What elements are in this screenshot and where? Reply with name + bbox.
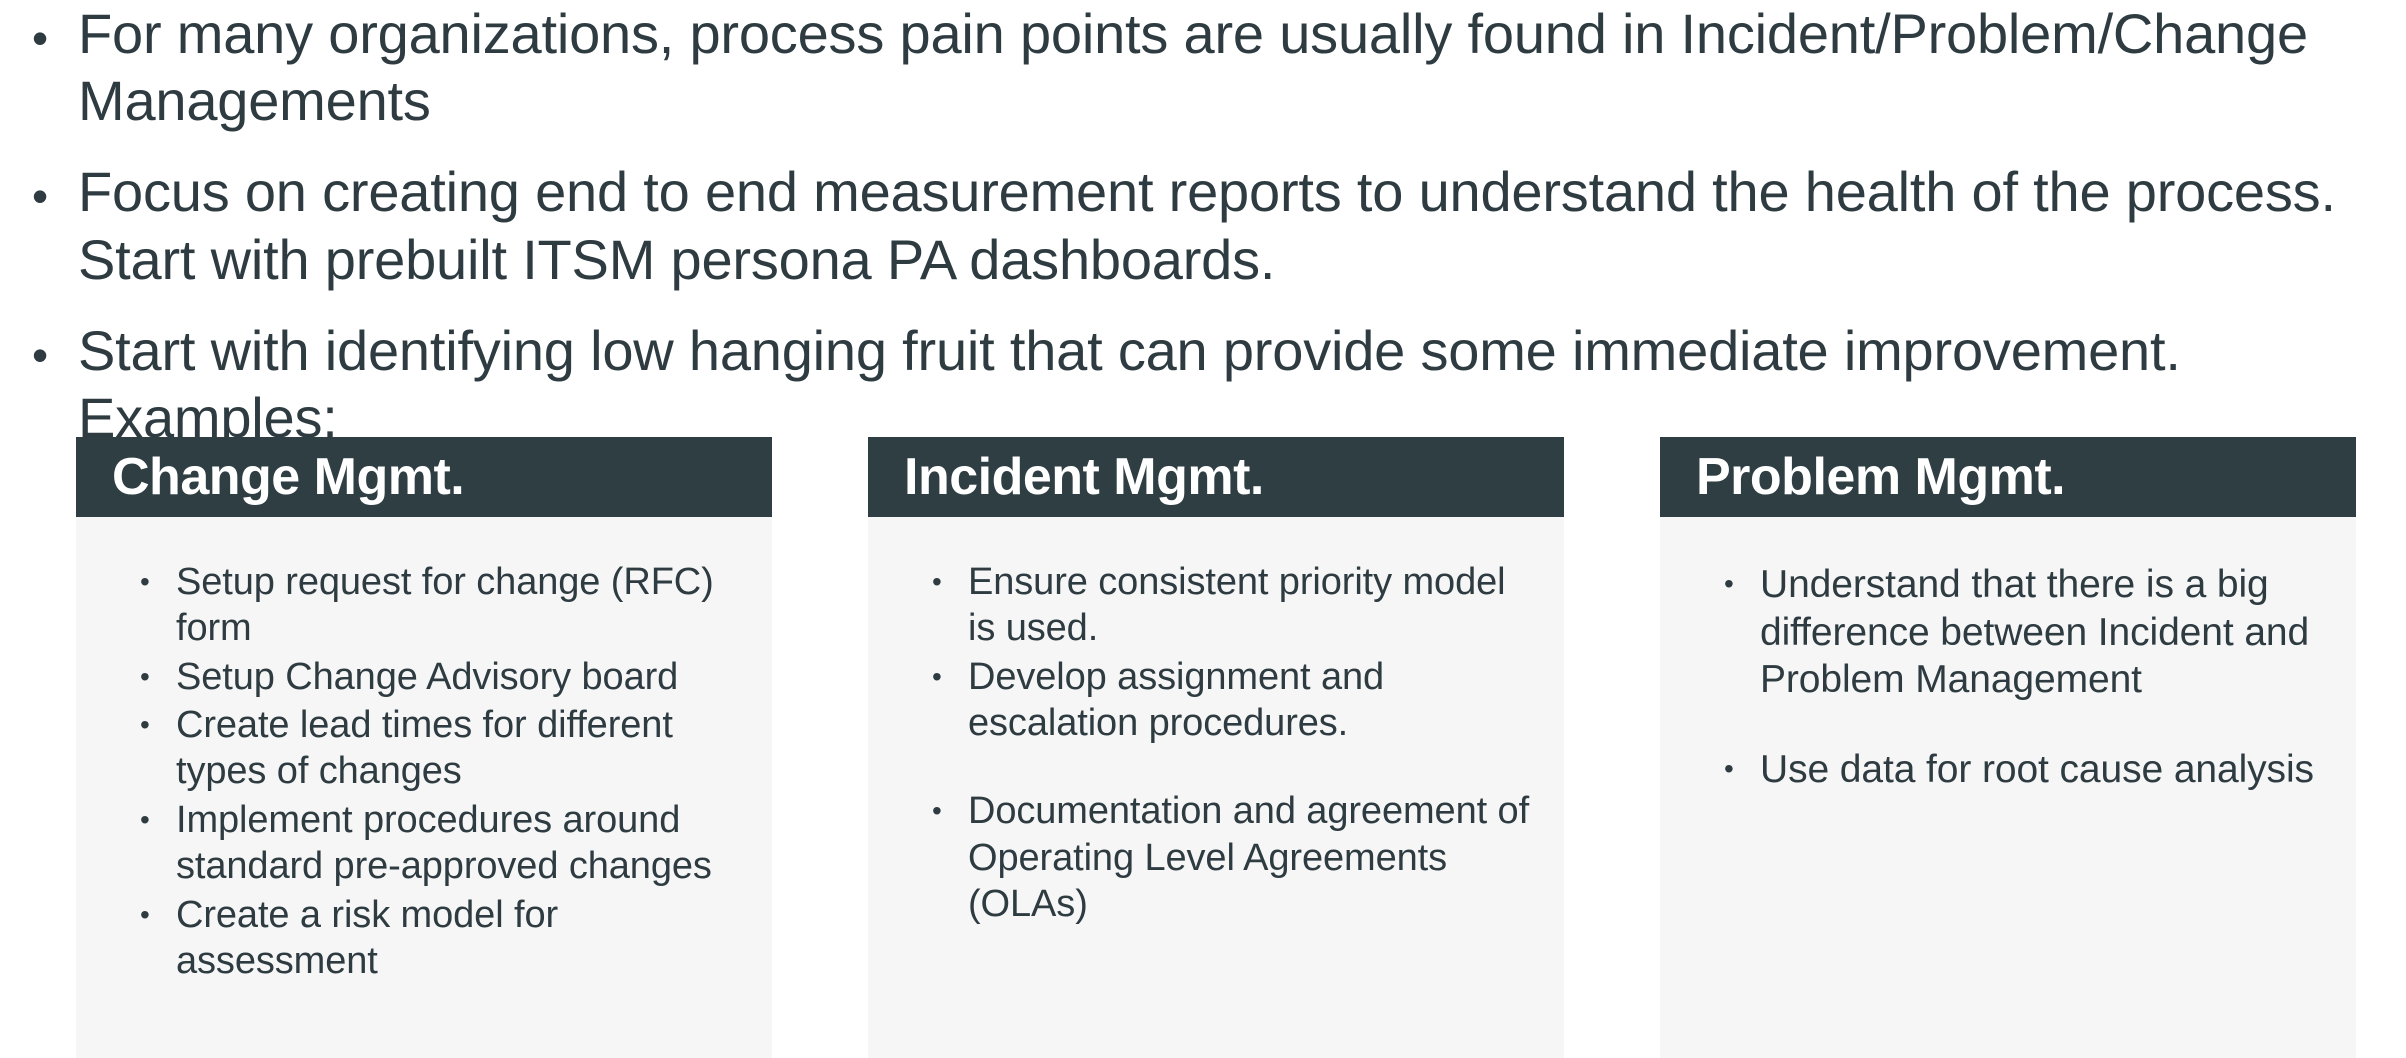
list-item-text: Implement procedures around standard pre… <box>176 798 712 888</box>
card-title-change: Change Mgmt. <box>112 448 465 506</box>
card-list-incident: • Ensure consistent priority model is us… <box>890 559 1542 928</box>
list-item-text: Ensure consistent priority model is used… <box>968 561 1506 650</box>
list-item: • Understand that there is a big differe… <box>1682 561 2334 704</box>
card-title-problem: Problem Mgmt. <box>1696 448 2066 506</box>
card-list-problem: • Understand that there is a big differe… <box>1682 561 2334 793</box>
card-body-problem: • Understand that there is a big differe… <box>1660 517 2356 1058</box>
bullet-dot-icon: • <box>32 12 49 64</box>
card-body-change: • Setup request for change (RFC) form • … <box>76 517 772 1058</box>
intro-bullet-text-1: For many organizations, process pain poi… <box>78 2 2308 133</box>
bullet-dot-icon: • <box>1724 752 1734 784</box>
list-item-text: Documentation and agreement of Operating… <box>968 790 1530 926</box>
bullet-dot-icon: • <box>32 328 49 381</box>
bullet-dot-icon: • <box>140 709 150 741</box>
intro-bullet-item-1: • For many organizations, process pain p… <box>0 0 2406 134</box>
intro-bullet-item-2: • Focus on creating end to end measureme… <box>0 158 2406 292</box>
list-item: • Documentation and agreement of Operati… <box>890 788 1542 927</box>
list-item-text: Create lead times for different types of… <box>176 704 673 793</box>
list-item-text: Develop assignment and escalation proced… <box>968 655 1385 745</box>
list-item: • Setup request for change (RFC) form <box>98 559 750 652</box>
bullet-dot-icon: • <box>32 170 49 223</box>
list-item-text: Setup Change Advisory board <box>176 655 679 698</box>
bullet-dot-icon: • <box>1724 568 1734 599</box>
card-header-problem: Problem Mgmt. <box>1660 437 2356 517</box>
bullet-dot-icon: • <box>140 803 150 835</box>
intro-bullet-text-2: Focus on creating end to end measurement… <box>78 160 2336 291</box>
bullet-dot-icon: • <box>140 898 150 930</box>
bullet-dot-icon: • <box>932 795 942 827</box>
card-title-incident: Incident Mgmt. <box>904 448 1264 506</box>
list-item: • Setup Change Advisory board <box>98 654 750 700</box>
list-item: • Implement procedures around standard p… <box>98 797 750 890</box>
card-header-incident: Incident Mgmt. <box>868 437 1564 517</box>
management-card-row: Change Mgmt. • Setup request for change … <box>76 437 2368 1058</box>
list-item-text: Setup request for change (RFC) form <box>176 561 714 650</box>
intro-bullet-list: • For many organizations, process pain p… <box>0 0 2406 475</box>
list-item: • Use data for root cause analysis <box>1682 746 2334 794</box>
list-item: • Create lead times for different types … <box>98 702 750 795</box>
bullet-dot-icon: • <box>140 566 150 597</box>
card-list-change: • Setup request for change (RFC) form • … <box>98 559 750 984</box>
intro-bullet-item-3: • Start with identifying low hanging fru… <box>0 317 2406 451</box>
bullet-dot-icon: • <box>140 660 150 692</box>
bullet-dot-icon: • <box>932 660 942 692</box>
card-change-management: Change Mgmt. • Setup request for change … <box>76 437 772 1058</box>
bullet-dot-icon: • <box>932 566 942 597</box>
card-body-incident: • Ensure consistent priority model is us… <box>868 517 1564 1058</box>
list-item-text: Understand that there is a big differenc… <box>1760 563 2310 702</box>
list-item: • Develop assignment and escalation proc… <box>890 654 1542 747</box>
list-item: • Ensure consistent priority model is us… <box>890 559 1542 652</box>
intro-bullet-text-3: Start with identifying low hanging fruit… <box>78 318 2181 449</box>
list-item: • Create a risk model for assessment <box>98 892 750 985</box>
card-problem-management: Problem Mgmt. • Understand that there is… <box>1660 437 2356 1058</box>
card-incident-management: Incident Mgmt. • Ensure consistent prior… <box>868 437 1564 1058</box>
list-item-text: Use data for root cause analysis <box>1760 747 2314 791</box>
card-header-change: Change Mgmt. <box>76 437 772 517</box>
list-item-text: Create a risk model for assessment <box>176 893 559 982</box>
